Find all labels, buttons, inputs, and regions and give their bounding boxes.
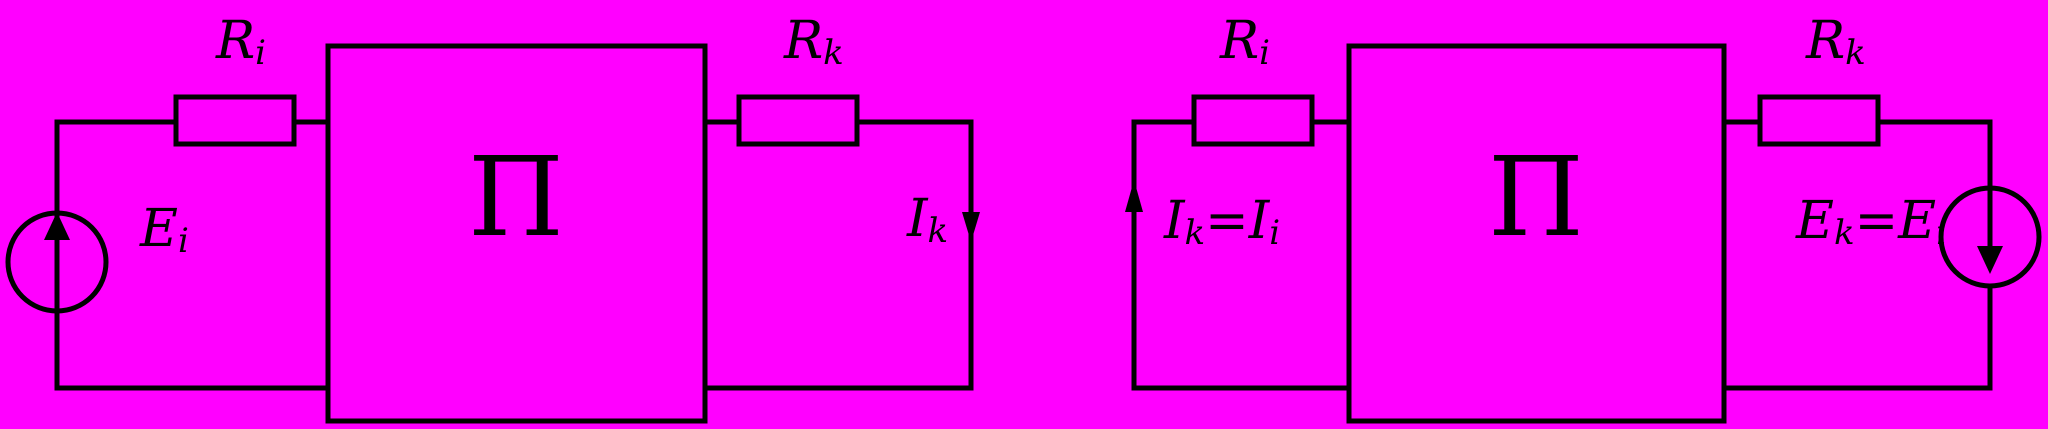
left-circuit: Π Ri Rk Ei Ik bbox=[5, 11, 980, 424]
left-current-arrow-down-icon bbox=[962, 212, 980, 242]
right-circuit: Π Ri Rk Ik=Ii Ek=Ei bbox=[1125, 11, 2042, 424]
left-rsource-label: Ri bbox=[215, 11, 266, 73]
right-left-loop-wire bbox=[1131, 119, 1197, 391]
left-current-label: Ik bbox=[906, 189, 948, 251]
right-load-resistor bbox=[1757, 94, 1881, 147]
right-source-label: Ek=Ei bbox=[1795, 191, 1947, 253]
right-network-box bbox=[1346, 43, 1727, 424]
right-top-wire bbox=[1875, 119, 1993, 191]
left-rload-label: Rk bbox=[783, 11, 844, 73]
left-source-resistor bbox=[173, 94, 297, 147]
left-network-label: Π bbox=[468, 133, 564, 261]
right-rsource-label: Ri bbox=[1219, 11, 1270, 73]
right-current-label: Ik=Ii bbox=[1163, 191, 1280, 253]
right-source-resistor bbox=[1191, 94, 1315, 147]
right-bottom-wire bbox=[1721, 283, 1993, 391]
right-rload-label: Rk bbox=[1805, 11, 1866, 73]
right-current-arrow-up-icon bbox=[1125, 180, 1143, 212]
right-network-label: Π bbox=[1488, 133, 1584, 261]
left-load-resistor bbox=[736, 94, 860, 147]
left-top-wire bbox=[54, 119, 179, 231]
right-source-arrow-down-icon bbox=[1977, 246, 2003, 274]
left-load-loop-wire bbox=[702, 119, 974, 391]
left-source-label: Ei bbox=[139, 199, 189, 261]
left-network-box bbox=[325, 43, 708, 424]
left-bottom-wire bbox=[54, 293, 331, 391]
left-source-arrow-up-icon bbox=[44, 212, 70, 240]
